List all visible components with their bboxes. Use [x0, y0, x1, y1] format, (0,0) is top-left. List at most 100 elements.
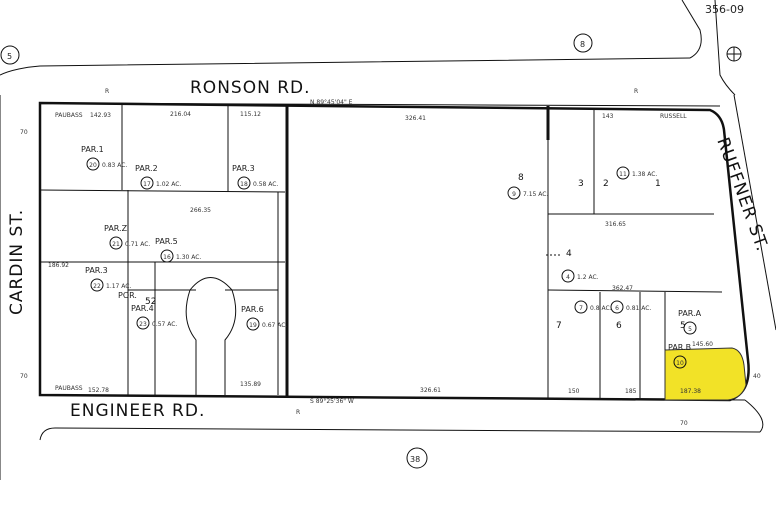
lot-number: 4	[566, 249, 572, 259]
svg-text:RUSSELL: RUSSELL	[660, 113, 687, 120]
parcel-par-label: PAR.A	[678, 309, 702, 318]
road-mark-70a: 70	[20, 129, 28, 136]
parcel-number: 11	[619, 171, 627, 178]
svg-text:115.12: 115.12	[240, 111, 261, 118]
lot-number: 1	[655, 179, 661, 189]
street-engineer: ENGINEER RD.	[70, 401, 205, 421]
parcel-circle	[90, 278, 104, 292]
parcel-par-label: PAR.3	[85, 266, 108, 275]
parcel-number: 7	[579, 305, 583, 312]
parcel-circle	[246, 317, 260, 331]
parcel-circle	[160, 249, 174, 263]
parcel-number: 18	[240, 181, 248, 188]
svg-text:152.78: 152.78	[88, 387, 109, 394]
parcel-area: 0.58 AC.	[253, 181, 278, 188]
parcel-par-label: PAR.B	[668, 343, 691, 352]
parcel-circle	[109, 236, 123, 250]
svg-text:316.65: 316.65	[605, 221, 626, 228]
parcel-4: 4 1.2 AC.	[561, 269, 599, 283]
parcel-area: 0.71 AC.	[125, 241, 150, 248]
parcel-number: 22	[93, 283, 101, 290]
parcel-10: PAR.B 10	[668, 343, 691, 369]
parcel-area: 0.83 AC.	[102, 162, 127, 169]
svg-text:PAUBASS: PAUBASS	[55, 385, 83, 392]
street-ronson: RONSON RD.	[190, 78, 311, 98]
lot-number: 6	[616, 321, 622, 331]
parcel-circle	[140, 176, 154, 190]
lot-number: 3	[578, 179, 584, 189]
parcel-area: 0.8 AC.	[590, 305, 612, 312]
parcel-7: 7 0.8 AC.	[574, 300, 612, 314]
svg-text:145.60: 145.60	[692, 341, 713, 348]
parcel-number: 19	[249, 322, 257, 329]
circle-markers: 5 8 38	[0, 33, 742, 469]
block-outline	[38, 101, 750, 402]
lot-number: 2	[603, 179, 609, 189]
parcel-par-label: PAR.5	[155, 237, 178, 246]
street-ruffner: RUFFNER ST.	[712, 135, 772, 255]
parcel-21: PAR.Z 21 0.71 AC.	[104, 224, 150, 250]
parcel-circle	[86, 157, 100, 171]
parcel-lines	[39, 104, 723, 398]
road-mark-70b: 70	[20, 373, 28, 380]
parcel-18: PAR.3 18 0.58 AC.	[232, 164, 278, 190]
parcel-number: 21	[112, 241, 120, 248]
road-mark-70c: 70	[680, 420, 688, 427]
svg-text:150: 150	[568, 388, 580, 395]
parcel-par-label: PAR.4	[131, 304, 154, 313]
circle-label-bottom-center: 38	[410, 455, 420, 464]
svg-text:135.89: 135.89	[240, 381, 261, 388]
parcel-par-label: PAR.1	[81, 145, 104, 154]
parcel-11: 11 1.38 AC.	[616, 166, 657, 180]
road-mark-r3: R	[296, 409, 300, 416]
lot-number: 8	[518, 173, 524, 183]
circle-label-top-left: 5	[7, 52, 12, 61]
parcel-par-label: PAR.Z	[104, 224, 128, 233]
parcel-number: 10	[676, 360, 684, 367]
parcel-area: 7.15 AC.	[523, 191, 548, 198]
parcel-number: 20	[89, 162, 97, 169]
lot-number: 7	[556, 321, 562, 331]
parcel-circle	[673, 355, 687, 369]
parcel-number: 16	[163, 254, 171, 261]
parcel-circle	[574, 300, 588, 314]
parcel-area: 1.17 AC.	[106, 283, 131, 290]
highlighted-parcel	[664, 347, 747, 401]
parcel-number: 17	[143, 181, 151, 188]
parcel-circle	[683, 321, 697, 335]
street-cardin: CARDIN ST.	[7, 209, 27, 315]
svg-text:142.93: 142.93	[90, 112, 111, 119]
svg-text:362.47: 362.47	[612, 285, 633, 292]
parcel-par-label: PAR.3	[232, 164, 255, 173]
parcel-area: 1.2 AC.	[577, 274, 599, 281]
lot-number: 52	[145, 297, 156, 307]
parcel-area: 0.67 AC.	[262, 322, 287, 329]
svg-text:PAUBASS: PAUBASS	[55, 112, 83, 119]
parcel-9: 9 7.15 AC.	[507, 186, 548, 200]
parcel-number: 5	[688, 326, 692, 333]
parcel-22: PAR.3 22 1.17 AC.	[85, 266, 131, 292]
svg-text:185: 185	[625, 388, 637, 395]
road-mark-r2: R	[634, 88, 638, 95]
svg-text:143: 143	[602, 113, 614, 120]
svg-text:326.61: 326.61	[420, 387, 441, 394]
parcel-20: PAR.1 20 0.83 AC.	[81, 145, 127, 171]
parcel-area: 1.38 AC.	[632, 171, 657, 178]
road-mark-r1: R	[105, 88, 109, 95]
parcel-circle	[237, 176, 251, 190]
svg-text:N 89°45'04" E: N 89°45'04" E	[310, 99, 353, 106]
svg-text:266.35: 266.35	[190, 207, 211, 214]
parcel-number: 4	[566, 274, 570, 281]
parcel-number: 9	[512, 191, 516, 198]
svg-text:326.41: 326.41	[405, 115, 426, 122]
parcel-number: 6	[615, 305, 619, 312]
svg-text:187.38: 187.38	[680, 388, 701, 395]
parcel-par-label: PAR.2	[135, 164, 158, 173]
map-reference: 356-09	[705, 3, 744, 16]
